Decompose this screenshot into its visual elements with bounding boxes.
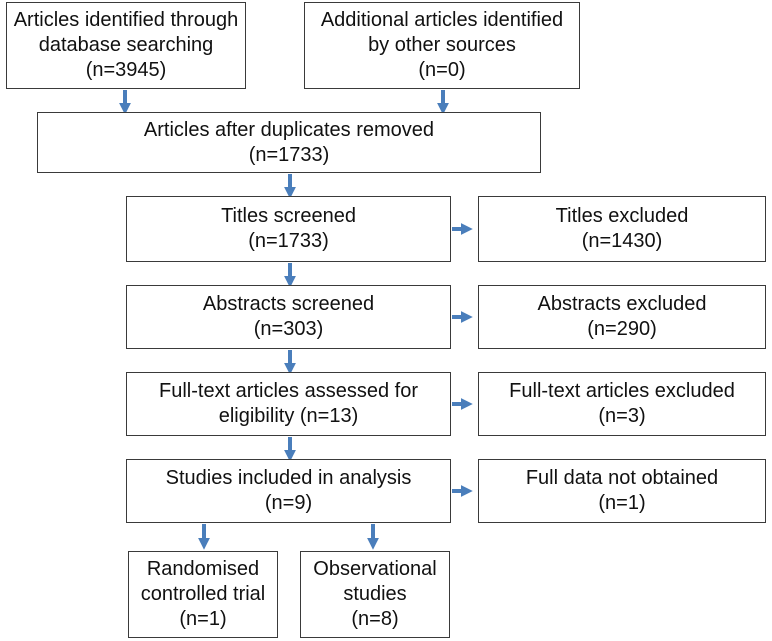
box-line: (n=8) — [351, 608, 399, 630]
box-line: studies — [343, 583, 407, 605]
box-line: Full-text articles assessed for — [159, 380, 418, 402]
box-line: Observational — [313, 558, 437, 580]
box-abstracts-excluded: Abstracts excluded (n=290) — [478, 285, 766, 349]
box-line: (n=3) — [598, 405, 646, 427]
box-line: (n=1430) — [581, 230, 663, 252]
box-titles-screened: Titles screened (n=1733) — [126, 196, 451, 262]
box-line: (n=1733) — [248, 143, 330, 166]
box-line: Articles identified through — [13, 9, 239, 31]
box-data-not-obtained: Full data not obtained (n=1) — [478, 459, 766, 523]
box-line: Titles excluded — [555, 205, 689, 227]
box-line: Full data not obtained — [525, 467, 719, 489]
box-fulltext-excluded: Full-text articles excluded (n=3) — [478, 372, 766, 436]
box-studies-included: Studies included in analysis (n=9) — [126, 459, 451, 523]
box-line: eligibility (n=13) — [218, 405, 359, 427]
box-line: Abstracts screened — [202, 293, 375, 315]
box-line: database searching — [38, 34, 214, 56]
box-line: controlled trial — [140, 583, 266, 605]
box-line: (n=303) — [253, 318, 324, 340]
box-line: (n=1733) — [248, 230, 329, 252]
box-other-sources: Additional articles identified by other … — [304, 2, 580, 89]
box-line: (n=9) — [264, 492, 313, 514]
box-line: Articles after duplicates removed — [143, 118, 435, 141]
box-database-search: Articles identified through database sea… — [6, 2, 246, 89]
box-fulltext-assessed: Full-text articles assessed for eligibil… — [126, 372, 451, 436]
box-line: (n=1) — [179, 608, 227, 630]
box-titles-excluded: Titles excluded (n=1430) — [478, 196, 766, 262]
box-line: (n=3945) — [85, 59, 167, 81]
box-line: (n=0) — [418, 59, 466, 81]
box-line: by other sources — [368, 34, 516, 56]
box-line: Additional articles identified — [320, 9, 564, 31]
box-line: Titles screened — [221, 205, 356, 227]
box-randomised-controlled-trial: Randomised controlled trial (n=1) — [128, 551, 278, 638]
box-line: Studies included in analysis — [165, 467, 412, 489]
box-line: (n=1) — [598, 492, 646, 514]
box-line: Abstracts excluded — [537, 293, 707, 315]
box-line: Full-text articles excluded — [509, 380, 735, 402]
box-line: Randomised — [146, 558, 260, 580]
box-observational-studies: Observational studies (n=8) — [300, 551, 450, 638]
box-abstracts-screened: Abstracts screened (n=303) — [126, 285, 451, 349]
box-duplicates-removed: Articles after duplicates removed (n=173… — [37, 112, 541, 173]
box-line: (n=290) — [587, 318, 657, 340]
